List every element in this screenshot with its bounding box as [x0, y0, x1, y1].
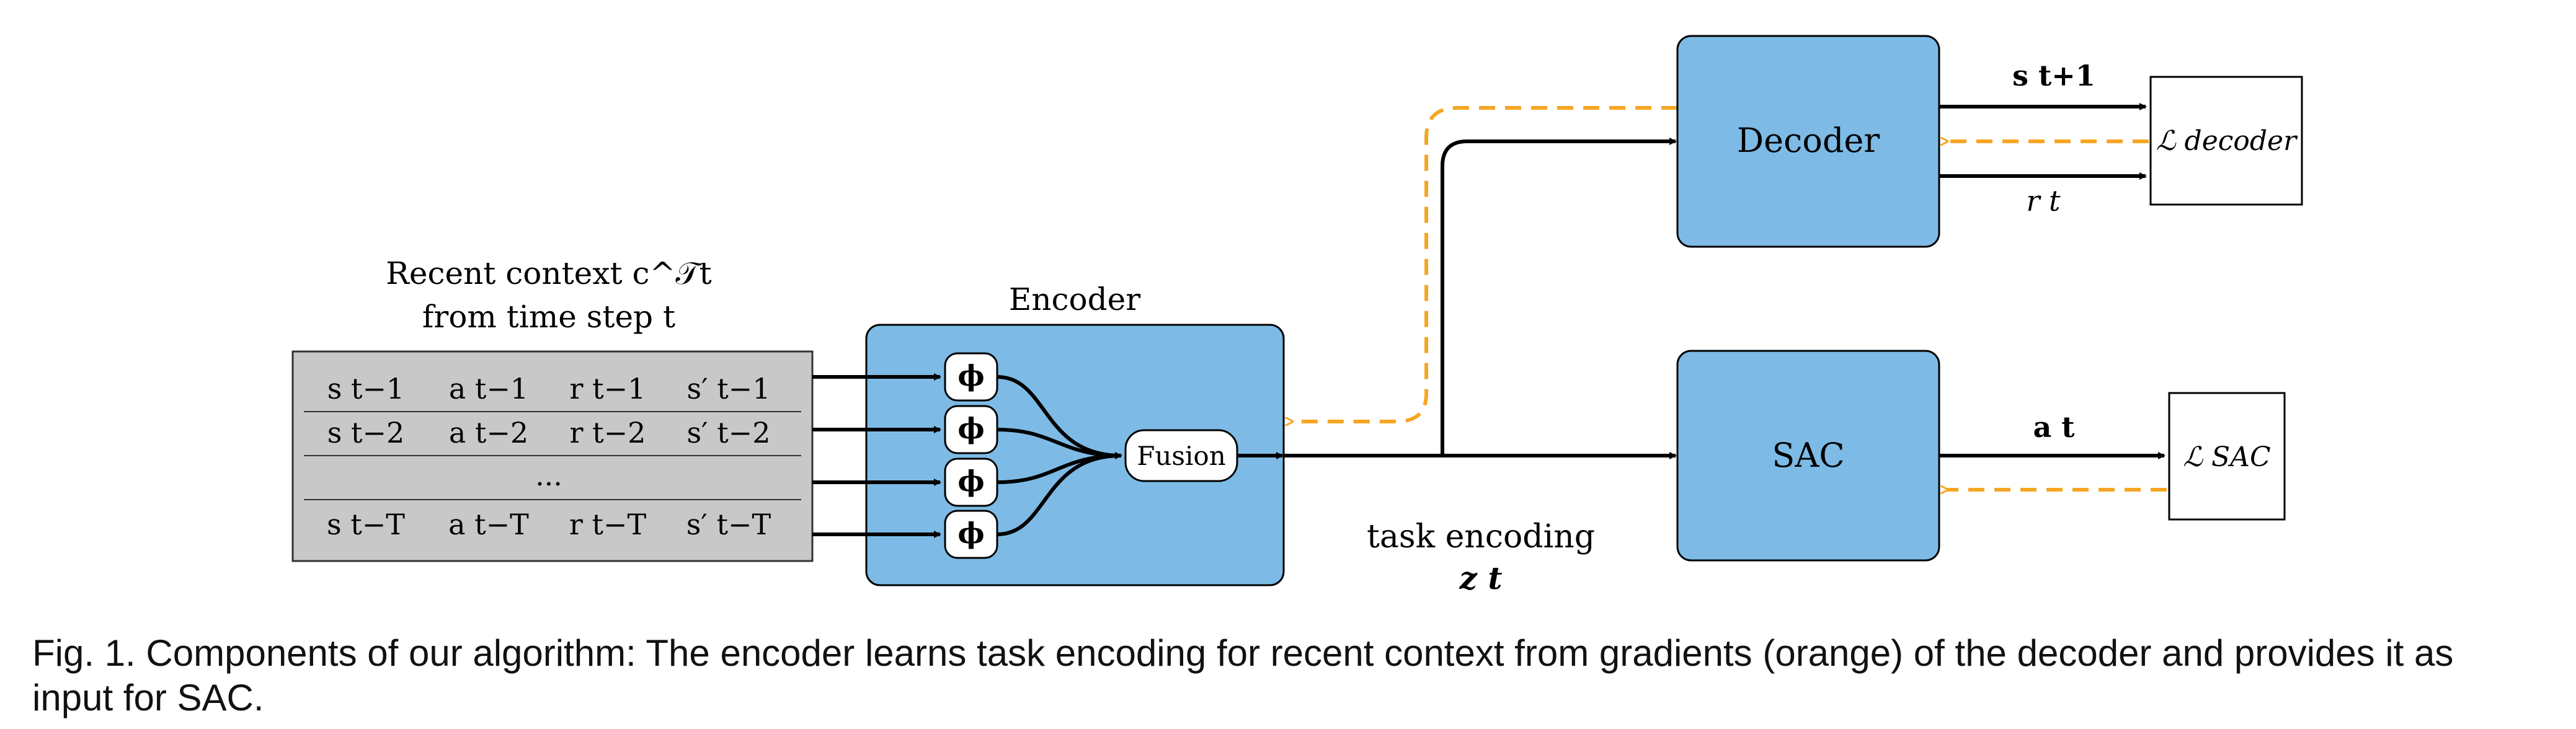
ctx-cell-rT: r t−T — [569, 508, 647, 541]
ctx-cell-aT: a t−T — [448, 508, 529, 541]
ctx-cell-r2: r t−2 — [570, 416, 646, 449]
decoder-loss-label: ℒ decoder — [2156, 125, 2298, 157]
algorithm-diagram: Recent context c^𝒯t from time step t s t… — [291, 35, 2303, 595]
phi-3: ϕ — [957, 464, 984, 498]
decoder-outputs — [1939, 103, 2147, 180]
figure-caption: Fig. 1. Components of our algorithm: The… — [32, 631, 2550, 720]
context-title-line1: Recent context c^𝒯t — [386, 255, 711, 291]
phi-nodes: ϕ ϕ ϕ ϕ — [944, 352, 998, 559]
ctx-cell-sp1: s′ t−1 — [687, 372, 771, 405]
caption-line1: Fig. 1. Components of our algorithm: The… — [32, 632, 2454, 674]
fusion-label: Fusion — [1137, 441, 1226, 471]
decoder-label: Decoder — [1737, 121, 1880, 160]
ctx-cell-a2: a t−2 — [449, 416, 528, 449]
encoder-label: Encoder — [1009, 281, 1140, 317]
sac-loss-box — [2168, 392, 2286, 521]
ctx-cell-sT: s t−T — [327, 508, 405, 541]
phi-to-fusion-curves — [997, 375, 1122, 536]
ctx-cell-r1: r t−1 — [570, 372, 646, 405]
ctx-cell-s2: s t−2 — [327, 416, 405, 449]
phi-1: ϕ — [957, 359, 984, 392]
task-encoding-label: task encoding — [1367, 518, 1595, 555]
gradient-path-encoder — [1292, 106, 1677, 422]
ctx-cell-ellipsis: ... — [535, 459, 562, 492]
context-to-phi-arrows — [812, 373, 941, 538]
decoder-reward-output: r t — [2026, 184, 2061, 218]
task-encoding-symbol: z t — [1459, 560, 1503, 595]
phi-2: ϕ — [957, 412, 984, 445]
ctx-cell-sp2: s′ t−2 — [687, 416, 771, 449]
encoding-output-lines — [1237, 138, 1677, 459]
sac-action-output: a t — [2033, 410, 2075, 444]
caption-line2: input for SAC. — [32, 677, 264, 718]
ctx-cell-a1: a t−1 — [449, 372, 528, 405]
decoder-state-output: s t+1 — [2012, 59, 2095, 92]
ctx-cell-spT: s′ t−T — [686, 508, 771, 541]
decoder-box — [1676, 35, 1940, 248]
phi-4: ϕ — [957, 516, 984, 550]
sac-label: SAC — [1772, 436, 1844, 475]
decoder-loss-box — [2149, 76, 2303, 206]
ctx-cell-s1: s t−1 — [327, 372, 405, 405]
context-title-line2: from time step t — [422, 299, 675, 335]
sac-loss-label: ℒ SAC — [2183, 441, 2270, 473]
context-table: s t−1 a t−1 r t−1 s′ t−1 s t−2 a t−2 r t… — [291, 350, 814, 562]
